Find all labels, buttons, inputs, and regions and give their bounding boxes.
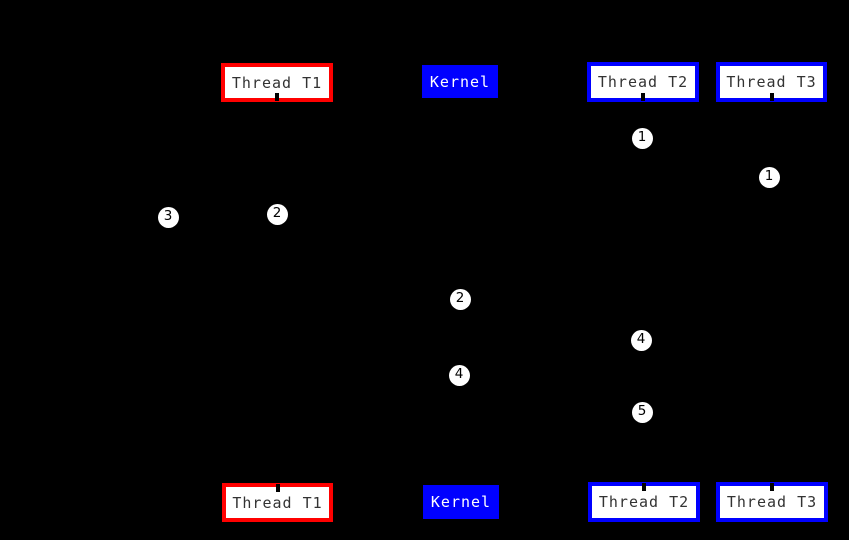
step-marker-1: 1	[758, 166, 780, 188]
lifeline-tick	[642, 483, 646, 491]
step-marker-1: 1	[631, 127, 653, 149]
thread-t3-top-label: Thread T3	[726, 73, 817, 91]
thread-t2-bottom-box: Thread T2	[588, 482, 700, 522]
thread-t1-bottom-label: Thread T1	[232, 493, 323, 512]
step-marker-4: 4	[630, 329, 652, 351]
thread-t1-top-label: Thread T1	[231, 73, 323, 92]
thread-t3-bottom-label: Thread T3	[726, 493, 818, 511]
kernel-bottom-label: Kernel	[430, 493, 492, 511]
step-marker-4: 4	[448, 364, 470, 386]
thread-t3-bottom-box: Thread T3	[716, 482, 828, 522]
lifeline-tick	[275, 93, 279, 101]
thread-t2-top-box: Thread T2	[587, 62, 699, 102]
step-marker-2: 2	[449, 288, 471, 310]
thread-t1-top-box: Thread T1	[221, 63, 333, 102]
thread-t2-bottom-label: Thread T2	[598, 493, 690, 511]
thread-t2-top-label: Thread T2	[597, 73, 689, 91]
step-marker-3: 3	[157, 206, 179, 228]
thread-t3-top-box: Thread T3	[716, 62, 827, 102]
step-marker-5: 5	[631, 401, 653, 423]
lifeline-tick	[641, 93, 645, 101]
kernel-top-box: Kernel	[422, 65, 498, 98]
lifeline-tick	[769, 93, 774, 101]
kernel-bottom-box: Kernel	[423, 485, 499, 519]
step-marker-2: 2	[266, 203, 288, 225]
kernel-top-label: Kernel	[429, 72, 491, 91]
lifeline-tick	[770, 483, 774, 491]
thread-t1-bottom-box: Thread T1	[222, 483, 333, 522]
lifeline-tick	[275, 484, 280, 492]
